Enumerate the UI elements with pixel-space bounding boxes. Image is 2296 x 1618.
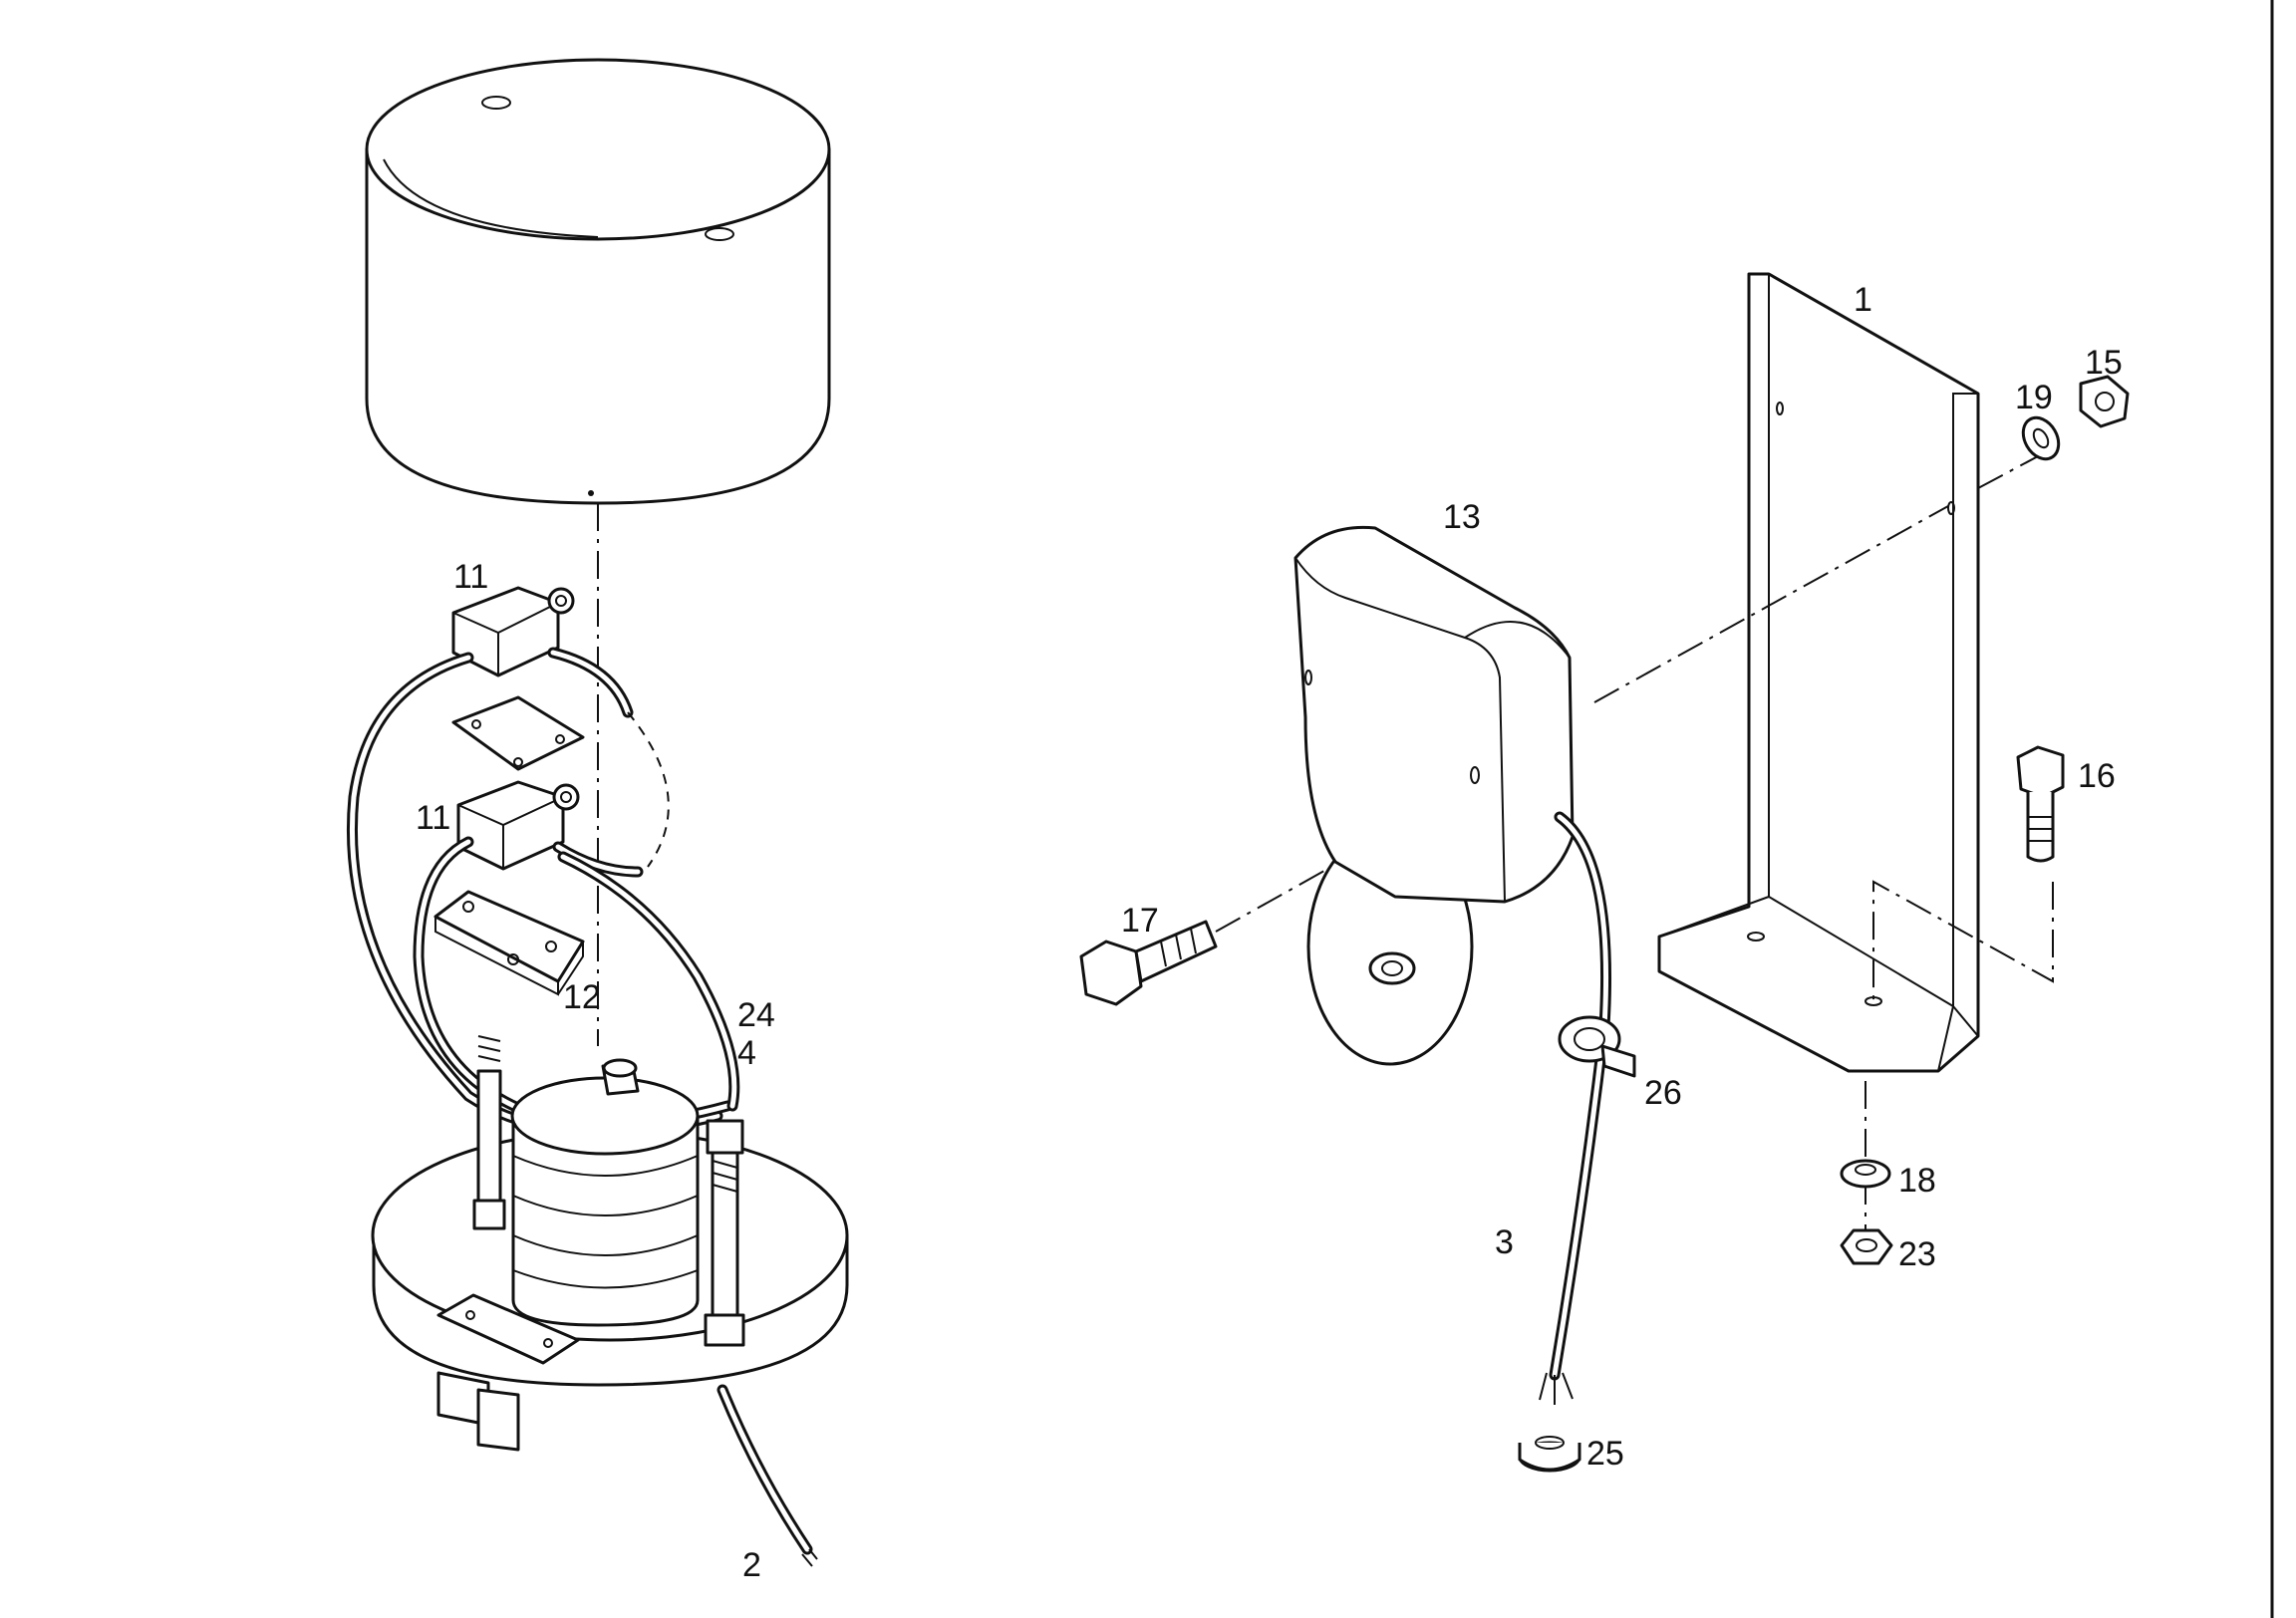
switch-plate-12 <box>433 890 585 996</box>
nut-23 <box>1840 1228 1893 1265</box>
mounting-bracket <box>1657 272 1980 1073</box>
callout-17: 17 <box>1121 902 1159 940</box>
callout-26: 26 <box>1644 1074 1682 1112</box>
cylindrical-cover <box>365 58 831 505</box>
callout-24: 24 <box>737 996 775 1034</box>
switch-plate-upper <box>451 695 585 771</box>
post-left <box>472 1035 506 1230</box>
nut-15 <box>2079 375 2130 428</box>
cable-clamp-26 <box>1558 1015 1636 1078</box>
callout-1: 1 <box>1854 281 1872 319</box>
left-assembly <box>346 58 849 1567</box>
axis-bolt-16 <box>1872 880 2054 1006</box>
callout-19: 19 <box>2015 379 2053 416</box>
washer-18 <box>1840 1159 1891 1189</box>
callout-4: 4 <box>737 1034 756 1072</box>
callout-23: 23 <box>1898 1235 1936 1273</box>
cable-2 <box>717 1384 818 1567</box>
axis-bracket-bell <box>1593 505 1949 703</box>
callout-18: 18 <box>1898 1162 1936 1200</box>
bell-housing-13 <box>1293 525 1575 1066</box>
callout-11-upper: 11 <box>453 558 488 596</box>
right-assembly <box>1079 272 2130 1473</box>
post-right <box>704 1119 745 1347</box>
callout-25: 25 <box>1586 1435 1624 1473</box>
bolt-17 <box>1079 920 1218 1006</box>
callout-16: 16 <box>2078 757 2116 795</box>
callout-11-lower: 11 <box>416 799 450 837</box>
bolt-16 <box>2016 745 2065 863</box>
callout-12: 12 <box>563 978 601 1016</box>
cable-3 <box>1539 811 1611 1405</box>
coil-stack <box>510 1058 700 1327</box>
callout-3: 3 <box>1495 1223 1514 1261</box>
callout-15: 15 <box>2085 344 2123 382</box>
micro-switch-upper <box>451 586 575 677</box>
callout-2: 2 <box>742 1546 761 1584</box>
washer-19 <box>2021 415 2061 461</box>
callout-13: 13 <box>1443 498 1481 536</box>
grommet-25 <box>1518 1436 1581 1473</box>
callouts: 11 11 12 24 4 2 13 17 26 3 25 1 19 15 16… <box>416 281 2123 1584</box>
